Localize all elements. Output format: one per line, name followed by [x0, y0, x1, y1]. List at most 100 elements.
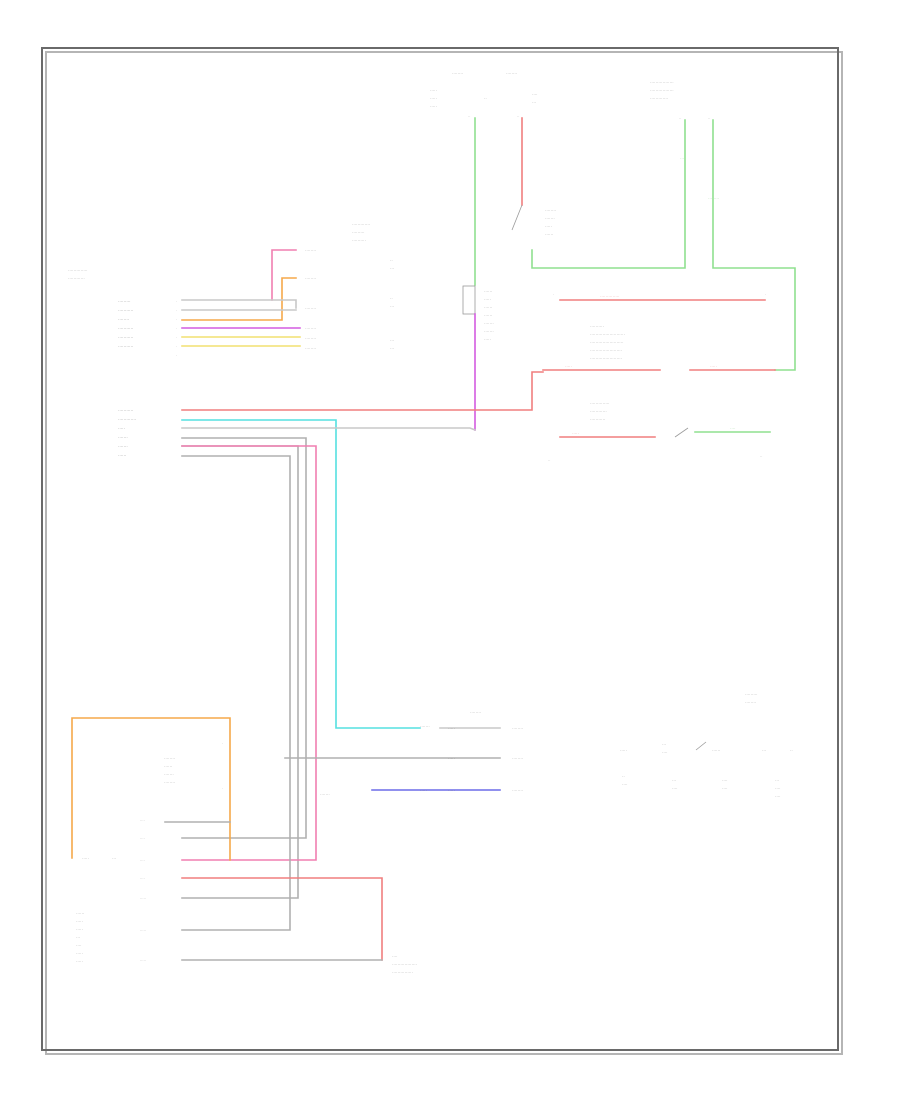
svg-text:·····: ·····	[448, 788, 455, 793]
wire-pink-left	[271, 249, 297, 301]
svg-text:·····: ·····	[76, 927, 83, 932]
svg-text:··: ··	[622, 774, 625, 779]
diagram-frame	[41, 47, 839, 1051]
svg-text:···: ···	[775, 778, 779, 783]
svg-text:···········: ···········	[118, 408, 133, 413]
svg-text:···: ···	[680, 156, 684, 161]
svg-text:········: ········	[512, 788, 523, 793]
svg-text:·: ·	[176, 354, 177, 358]
svg-text:··················: ··················	[392, 962, 417, 967]
brake-switch: ········ ······· ····· ······	[511, 204, 556, 237]
svg-text:·····: ·····	[484, 297, 491, 302]
svg-text:·········: ·········	[118, 299, 131, 304]
svg-text:·····: ·····	[572, 431, 579, 436]
svg-text:·········: ·········	[352, 230, 365, 235]
svg-text:··: ··	[790, 748, 793, 753]
svg-text:···: ···	[390, 304, 394, 309]
svg-text:·: ·	[176, 336, 177, 340]
svg-text:····: ····	[140, 819, 145, 823]
svg-text:·····: ·····	[76, 919, 83, 924]
svg-text:········: ········	[118, 317, 129, 322]
svg-text:·: ·	[176, 327, 177, 331]
svg-text:······: ······	[164, 764, 172, 769]
svg-text:··: ··	[390, 258, 393, 263]
svg-text:············: ············	[68, 276, 85, 281]
svg-text:·············: ·············	[118, 417, 136, 422]
svg-text:·····: ·····	[140, 959, 146, 963]
svg-text:··: ··	[517, 115, 519, 119]
svg-text:·: ·	[222, 742, 223, 746]
svg-text:···: ···	[390, 338, 394, 343]
wire-pink-lower	[181, 445, 317, 861]
svg-text:····: ····	[532, 92, 538, 97]
svg-text:····: ····	[140, 837, 145, 841]
wire-gray-left	[181, 299, 297, 309]
ground: ···· ·················· ···············	[392, 954, 417, 975]
svg-text:········: ········	[305, 248, 316, 253]
svg-text:········: ········	[164, 780, 175, 785]
svg-text:·······: ·······	[164, 772, 174, 777]
wire-gray-d	[181, 455, 291, 931]
svg-text:·······: ·······	[420, 724, 430, 729]
clutch-switch: ·············· ············ ··········· …	[548, 401, 771, 463]
svg-text:········: ········	[305, 336, 316, 341]
svg-text:·······: ·······	[484, 321, 494, 326]
svg-text:··············: ··············	[590, 401, 610, 406]
svg-text:···: ···	[762, 748, 766, 753]
svg-text:·······: ·······	[118, 435, 128, 440]
svg-text:··: ··	[468, 115, 470, 119]
svg-text:·····: ·····	[430, 104, 437, 109]
svg-text:········: ········	[305, 326, 316, 331]
cruise-module: ·············· · · ·········· ··········…	[542, 293, 776, 371]
svg-text:·······: ·······	[545, 216, 555, 221]
svg-text:·····: ·····	[545, 224, 552, 229]
wire-red-ground	[181, 877, 383, 961]
svg-text:···: ···	[390, 346, 394, 351]
svg-text:····: ····	[775, 786, 781, 791]
right-top-fuse: ················· ················· ····…	[531, 80, 796, 371]
svg-text:·············: ·············	[650, 96, 668, 101]
svg-text:···········: ···········	[118, 308, 133, 313]
svg-text:··············: ··············	[68, 268, 88, 273]
svg-text:·····: ·····	[448, 726, 455, 731]
svg-text:·······················: ·······················	[590, 348, 622, 353]
svg-text:·························: ·························	[590, 332, 625, 337]
svg-text:···: ···	[532, 100, 536, 105]
svg-text:·: ·	[765, 293, 766, 297]
left-connector-block: ·············· ············ ············…	[68, 222, 394, 358]
svg-text:····: ····	[730, 426, 736, 431]
svg-text:···············: ···············	[392, 970, 413, 975]
wire-gray-c	[181, 445, 299, 899]
svg-text:·······: ·······	[320, 792, 330, 797]
svg-text:········: ········	[512, 756, 523, 761]
svg-text:····: ····	[722, 778, 728, 783]
svg-text:········: ········	[745, 700, 756, 705]
svg-text:······: ······	[712, 748, 720, 753]
svg-text:········: ········	[305, 276, 316, 281]
svg-text:·····: ·····	[710, 364, 717, 369]
diagram-frame-shadow	[45, 51, 843, 1055]
svg-text:·····: ·····	[430, 96, 437, 101]
svg-text:······: ······	[76, 911, 84, 916]
svg-text:·····: ·····	[565, 364, 572, 369]
wire-gray-b	[181, 437, 307, 839]
svg-text:····: ····	[722, 786, 728, 791]
wire-orange-loop	[71, 717, 231, 861]
svg-text:··: ··	[679, 117, 681, 121]
wire-green-rt2	[712, 119, 796, 371]
svg-text:·············: ·············	[352, 222, 370, 227]
svg-text:·····: ·····	[448, 756, 455, 761]
svg-text:····: ····	[140, 877, 145, 881]
wire-green-rt1	[531, 119, 686, 269]
svg-text:·····: ·····	[76, 959, 83, 964]
svg-text:····: ····	[76, 943, 82, 948]
svg-text:····: ····	[140, 859, 145, 863]
svg-text:··: ··	[484, 96, 487, 101]
top-fuse-feeds: ········ ········ ····· ····· ····· ·· ·…	[430, 71, 538, 286]
svg-text:·····: ·····	[420, 788, 427, 793]
svg-text:·: ·	[176, 318, 177, 322]
svg-text:······: ······	[484, 289, 492, 294]
svg-text:·········: ·········	[745, 692, 758, 697]
svg-text:·: ·	[553, 293, 554, 297]
